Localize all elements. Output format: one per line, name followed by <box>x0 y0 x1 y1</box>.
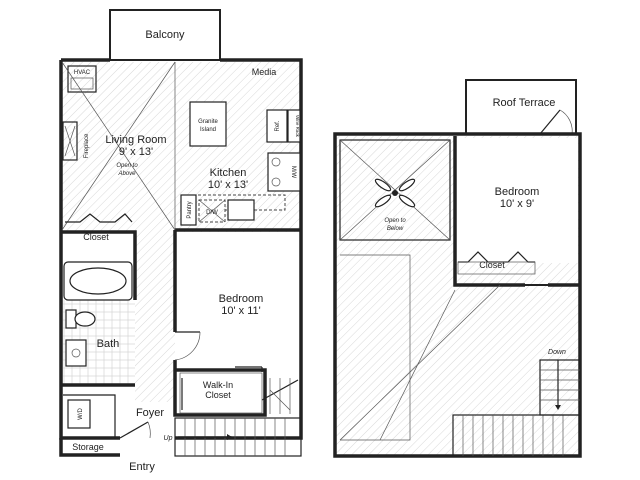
kitchen-label: Kitchen <box>210 167 247 179</box>
closet-label: Closet <box>83 232 109 242</box>
kitchen-size: 10' x 13' <box>208 179 248 191</box>
walk-in-wall <box>173 360 267 417</box>
upper-bedroom-size: 10' x 9' <box>500 198 534 210</box>
toilet-bowl <box>74 311 96 327</box>
stair-void-outline <box>340 254 411 441</box>
granite-island <box>189 101 227 147</box>
dishwasher <box>198 199 226 223</box>
terrace-door <box>539 109 561 135</box>
wine-rack <box>287 109 301 143</box>
wine-rack-label: Wine Rack <box>295 115 300 138</box>
wd-label: W/D <box>78 408 84 420</box>
ref-label: Ref. <box>275 120 281 131</box>
open-to-below-area <box>339 139 451 241</box>
fireplace-unit <box>62 121 78 161</box>
stairs-down <box>452 359 581 457</box>
entry-door-swing <box>147 421 151 439</box>
open-to-above-label-2: Above <box>117 171 136 177</box>
closet-doors <box>65 213 133 223</box>
bath-label: Bath <box>97 338 120 350</box>
living-room-size: 9' x 13' <box>119 146 153 158</box>
down-label: Down <box>548 349 566 356</box>
granite-island-label: Granite <box>198 119 218 125</box>
storage-label: Storage <box>72 442 104 452</box>
open-to-below-label: Open to <box>384 218 406 224</box>
living-room-label: Living Room <box>105 134 166 146</box>
upper-closet-label: Closet <box>479 260 505 270</box>
walk-in-label: Walk-In <box>203 380 233 390</box>
entry-door <box>119 421 149 439</box>
media-label: Media <box>252 67 277 77</box>
closet-wall <box>61 230 137 300</box>
bathtub <box>63 261 133 301</box>
walk-in-label-2: Closet <box>205 390 231 400</box>
wd-closet-wall <box>63 394 116 438</box>
hvac-label: HVAC <box>74 70 91 76</box>
upper-bedroom-floor <box>455 138 578 263</box>
ceiling-fan-icon <box>374 178 416 208</box>
upper-bedroom-label: Bedroom <box>495 186 540 198</box>
lower-level-plan: Balcony Media HVAC Fireplace Living Room… <box>59 9 303 473</box>
mw-label: M/W <box>290 166 296 179</box>
upper-bedroom-left-wall <box>453 136 525 287</box>
bath-sink <box>65 339 87 367</box>
pantry-label: Pantry <box>187 201 193 218</box>
stairs-up <box>174 378 302 457</box>
entry-label: Entry <box>129 461 155 473</box>
upper-level-plan: Roof Terrace Bedroom 10' x 9' Open to Be… <box>333 79 582 458</box>
fireplace-label: Fireplace <box>84 133 90 158</box>
washer-dryer <box>67 399 91 429</box>
foyer-label: Foyer <box>136 407 164 419</box>
up-label: Up <box>164 435 173 442</box>
refrigerator <box>266 109 288 143</box>
granite-island-label-2: Island <box>200 127 216 133</box>
roof-terrace-label: Roof Terrace <box>493 97 556 109</box>
bedroom-size: 10' x 11' <box>221 305 260 317</box>
storage-wall <box>59 438 120 457</box>
range-microwave <box>267 152 301 192</box>
open-to-above-line-2 <box>61 61 176 231</box>
walk-in-door <box>235 366 263 372</box>
hall-floor <box>135 232 175 402</box>
bedroom-label: Bedroom <box>219 293 264 305</box>
open-to-below-label-2: Below <box>387 226 404 232</box>
counter-outline <box>198 194 286 211</box>
open-to-above-label: Open to <box>116 163 138 169</box>
kitchen-sink <box>227 199 255 221</box>
pantry-closet <box>180 194 197 226</box>
dw-label: D/W <box>206 210 218 216</box>
balcony-label: Balcony <box>145 29 185 41</box>
